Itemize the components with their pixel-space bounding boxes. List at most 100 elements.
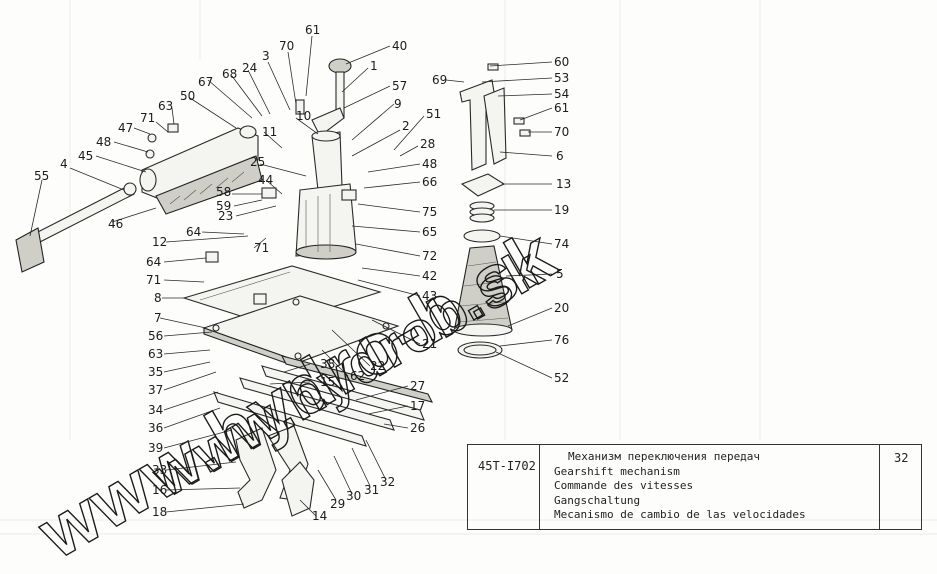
callout-label: 68 (222, 67, 237, 81)
callout-label: 8 (154, 291, 162, 305)
callout-labels: 61 70 40 3 1 57 67 68 24 50 63 71 47 48 … (34, 23, 571, 523)
callout-label: 25 (250, 155, 265, 169)
callout-label: 59 (216, 199, 231, 213)
callout-label: 5 (556, 267, 564, 281)
callout-label: 22 (370, 359, 385, 373)
callout-label: 40 (392, 39, 407, 53)
upper-housing-part (139, 125, 263, 215)
leader-lines (29, 35, 553, 517)
callout-label: 57 (392, 79, 407, 93)
callout-label: 63 (148, 347, 163, 361)
callout-label: 72 (422, 249, 437, 263)
gasket-plate-part (202, 295, 400, 369)
callout-label: 69 (432, 73, 447, 87)
callout-label: 2 (402, 119, 410, 133)
callout-label: 48 (422, 157, 437, 171)
callout-label: 48 (96, 135, 111, 149)
ring-part (463, 229, 501, 243)
assembly-name-fr: Commande des vitesses (554, 479, 694, 492)
callout-label: 18 (152, 505, 167, 519)
callout-label: 61 (305, 23, 320, 37)
callout-label: 27 (410, 379, 425, 393)
callout-label: 36 (148, 421, 163, 435)
callout-label: 64 (146, 255, 161, 269)
callout-label: 32 (380, 475, 395, 489)
callout-label: 74 (554, 237, 569, 251)
assembly-name-de: Gangschaltung (554, 493, 641, 507)
callout-label: 43 (422, 289, 437, 303)
clamp-part (457, 341, 503, 359)
callout-label: 64 (186, 225, 201, 239)
callout-label: 34 (148, 403, 163, 417)
callout-label: 38 (320, 357, 335, 371)
callout-label: 62 (350, 369, 365, 383)
callout-label: 28 (420, 137, 435, 151)
callout-label: 14 (312, 509, 327, 523)
callout-label: 19 (554, 203, 569, 217)
callout-label: 45 (78, 149, 93, 163)
callout-label: 71 (140, 111, 155, 125)
callout-label: 7 (154, 311, 162, 325)
background-table-grid (0, 0, 937, 535)
callout-label: 58 (216, 185, 231, 199)
spring-plate-part (460, 173, 506, 197)
lever-tower-part (295, 130, 357, 260)
callout-label: 26 (410, 421, 425, 435)
callout-label: 11 (262, 125, 277, 139)
callout-label: 65 (422, 225, 437, 239)
callout-label: 70 (279, 39, 294, 53)
spring-part (469, 201, 495, 223)
shaft-rod-part (15, 182, 137, 273)
callout-label: 46 (108, 217, 123, 231)
bracket-part (459, 79, 507, 171)
callout-label: 75 (422, 205, 437, 219)
callout-label: 67 (198, 75, 213, 89)
callout-label: 24 (242, 61, 257, 75)
callout-label: 1 (370, 59, 378, 73)
callout-label: 66 (422, 175, 437, 189)
callout-label: 50 (180, 89, 195, 103)
assembly-name-ru: Механизм переключения передач (568, 450, 761, 463)
callout-label: 35 (148, 365, 163, 379)
callout-label: 33 (152, 463, 167, 477)
callout-label: 60 (554, 55, 569, 69)
callout-label: 71 (146, 273, 161, 287)
callout-label: 53 (554, 71, 569, 85)
callout-label: 76 (554, 333, 569, 347)
callout-label: 61 (554, 101, 569, 115)
callout-label: 20 (554, 301, 569, 315)
callout-label: 29 (330, 497, 345, 511)
gear-lever-part (311, 58, 352, 137)
assembly-name-en: Gearshift mechanism (554, 464, 680, 478)
callout-label: 39 (148, 441, 163, 455)
callout-label: 23 (218, 209, 233, 223)
callout-label: 63 (158, 99, 173, 113)
callout-label: 6 (556, 149, 564, 163)
callout-label: 15 (320, 375, 335, 389)
callout-label: 31 (364, 483, 379, 497)
title-block: 45T-I702 Механизм переключения передач G… (467, 444, 922, 530)
callout-label: 47 (118, 121, 133, 135)
callout-label: 37 (148, 383, 163, 397)
callout-label: 16 (152, 483, 167, 497)
callout-label: 44 (258, 173, 273, 187)
bolts-hardware (145, 63, 531, 305)
callout-label: 42 (422, 269, 437, 283)
assembly-name-es: Mecanismo de cambio de las velocidades (554, 508, 806, 521)
shift-rails-part (213, 355, 434, 447)
callout-label: 10 (296, 109, 311, 123)
callout-label: 52 (554, 371, 569, 385)
assembly-names: Механизм переключения передач Gearshift … (540, 445, 880, 529)
page-number: 32 (894, 451, 909, 465)
callout-label: 70 (554, 125, 569, 139)
callout-label: 3 (262, 49, 270, 63)
callout-label: 17 (410, 399, 425, 413)
rubber-boot-part (453, 245, 513, 337)
callout-label: 71 (254, 241, 269, 255)
callout-label: 21 (422, 337, 437, 351)
callout-label: 9 (394, 97, 402, 111)
callout-label: 4 (60, 157, 68, 171)
catalog-code: 45T-I702 (468, 445, 540, 529)
